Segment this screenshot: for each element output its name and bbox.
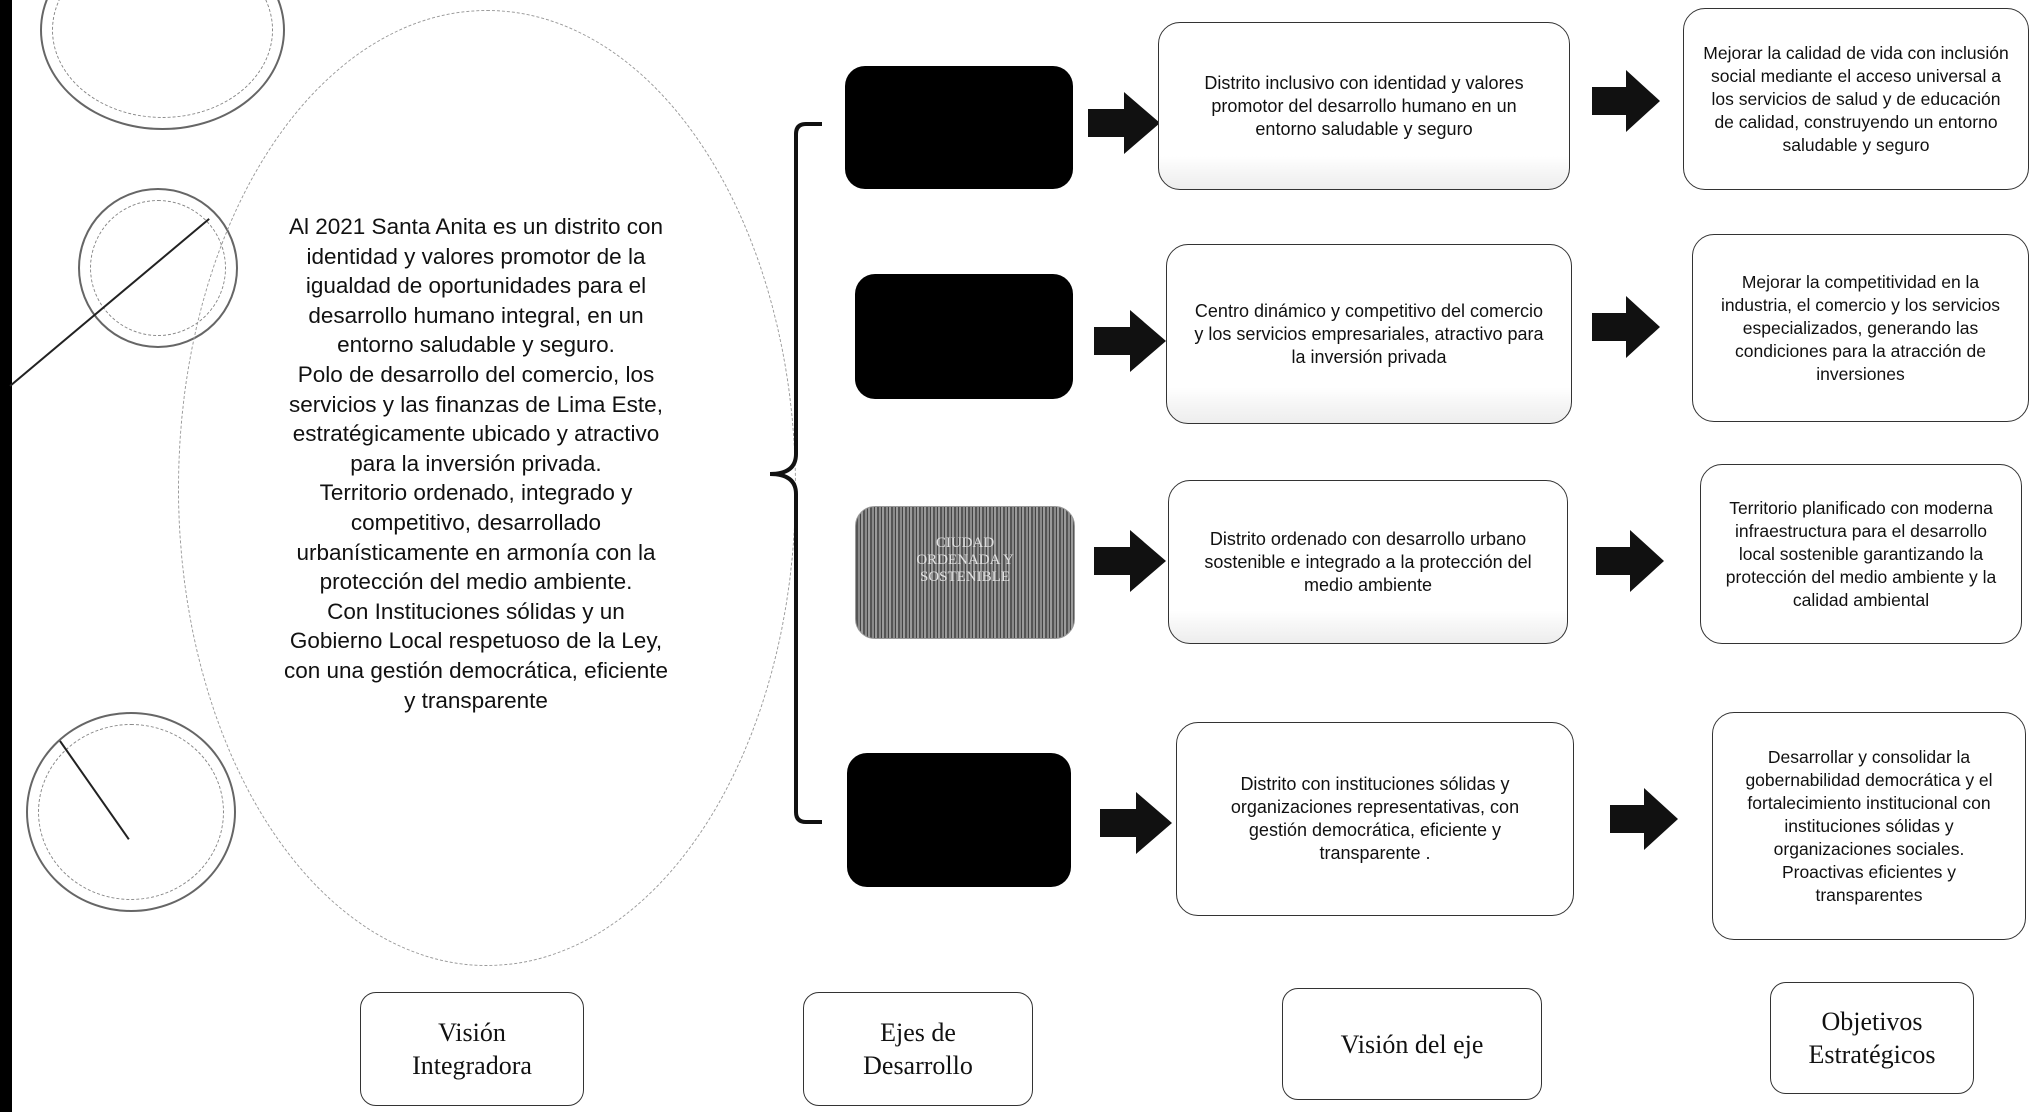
label-vision-integradora: Visión Integradora bbox=[360, 992, 584, 1106]
objetivo-text: Mejorar la competitividad en la industri… bbox=[1720, 271, 2001, 384]
vision-line: Con Instituciones sólidas y un Gobierno … bbox=[284, 598, 668, 713]
grouping-brace bbox=[769, 122, 822, 824]
objetivo-card-2: Mejorar la competitividad en la industri… bbox=[1692, 234, 2029, 422]
vision-eje-card-2: Centro dinámico y competitivo del comerc… bbox=[1166, 244, 1572, 424]
right-arrow-icon bbox=[1592, 70, 1660, 132]
label-vision-eje: Visión del eje bbox=[1282, 988, 1542, 1100]
objetivo-text: Mejorar la calidad de vida con inclusión… bbox=[1703, 42, 2009, 155]
right-arrow-icon bbox=[1094, 310, 1166, 372]
label-objetivos-estrategicos: Objetivos Estratégicos bbox=[1770, 982, 1974, 1094]
eje-box-1 bbox=[845, 66, 1073, 189]
vision-line: Territorio ordenado, integrado y competi… bbox=[296, 480, 656, 595]
eje-label: CIUDAD ORDENADA Y SOSTENIBLE bbox=[916, 535, 1014, 585]
eje-box-3: CIUDAD ORDENADA Y SOSTENIBLE bbox=[855, 506, 1075, 639]
label-ejes-desarrollo: Ejes de Desarrollo bbox=[803, 992, 1033, 1106]
vision-eje-card-1: Distrito inclusivo con identidad y valor… bbox=[1158, 22, 1570, 190]
left-edge-bar bbox=[0, 0, 12, 1112]
vision-eje-text: Distrito ordenado con desarrollo urbano … bbox=[1204, 528, 1532, 595]
seal-stamp-top bbox=[40, 0, 285, 130]
vision-eje-card-4: Distrito con instituciones sólidas y org… bbox=[1176, 722, 1574, 916]
objetivo-text: Desarrollar y consolidar la gobernabilid… bbox=[1745, 746, 1993, 905]
objetivo-card-1: Mejorar la calidad de vida con inclusión… bbox=[1683, 8, 2029, 190]
vision-line: Polo de desarrollo del comercio, los ser… bbox=[289, 361, 663, 476]
right-arrow-icon bbox=[1100, 792, 1172, 854]
vision-eje-card-3: Distrito ordenado con desarrollo urbano … bbox=[1168, 480, 1568, 644]
eje-box-2 bbox=[855, 274, 1073, 399]
objetivo-card-3: Territorio planificado con moderna infra… bbox=[1700, 464, 2022, 644]
vision-eje-text: Centro dinámico y competitivo del comerc… bbox=[1194, 300, 1544, 367]
eje-box-4 bbox=[847, 753, 1071, 887]
seal-stamp-bottom bbox=[26, 712, 236, 912]
right-arrow-icon bbox=[1088, 92, 1160, 154]
vision-integradora-text: Al 2021 Santa Anita es un distrito con i… bbox=[278, 212, 674, 715]
right-arrow-icon bbox=[1596, 530, 1664, 592]
right-arrow-icon bbox=[1592, 296, 1660, 358]
vision-eje-text: Distrito inclusivo con identidad y valor… bbox=[1204, 72, 1524, 139]
objetivo-card-4: Desarrollar y consolidar la gobernabilid… bbox=[1712, 712, 2026, 940]
vision-eje-text: Distrito con instituciones sólidas y org… bbox=[1230, 774, 1520, 863]
right-arrow-icon bbox=[1094, 530, 1166, 592]
objetivo-text: Territorio planificado con moderna infra… bbox=[1725, 497, 1997, 610]
right-arrow-icon bbox=[1610, 788, 1678, 850]
vision-line: Al 2021 Santa Anita es un distrito con i… bbox=[289, 214, 663, 358]
